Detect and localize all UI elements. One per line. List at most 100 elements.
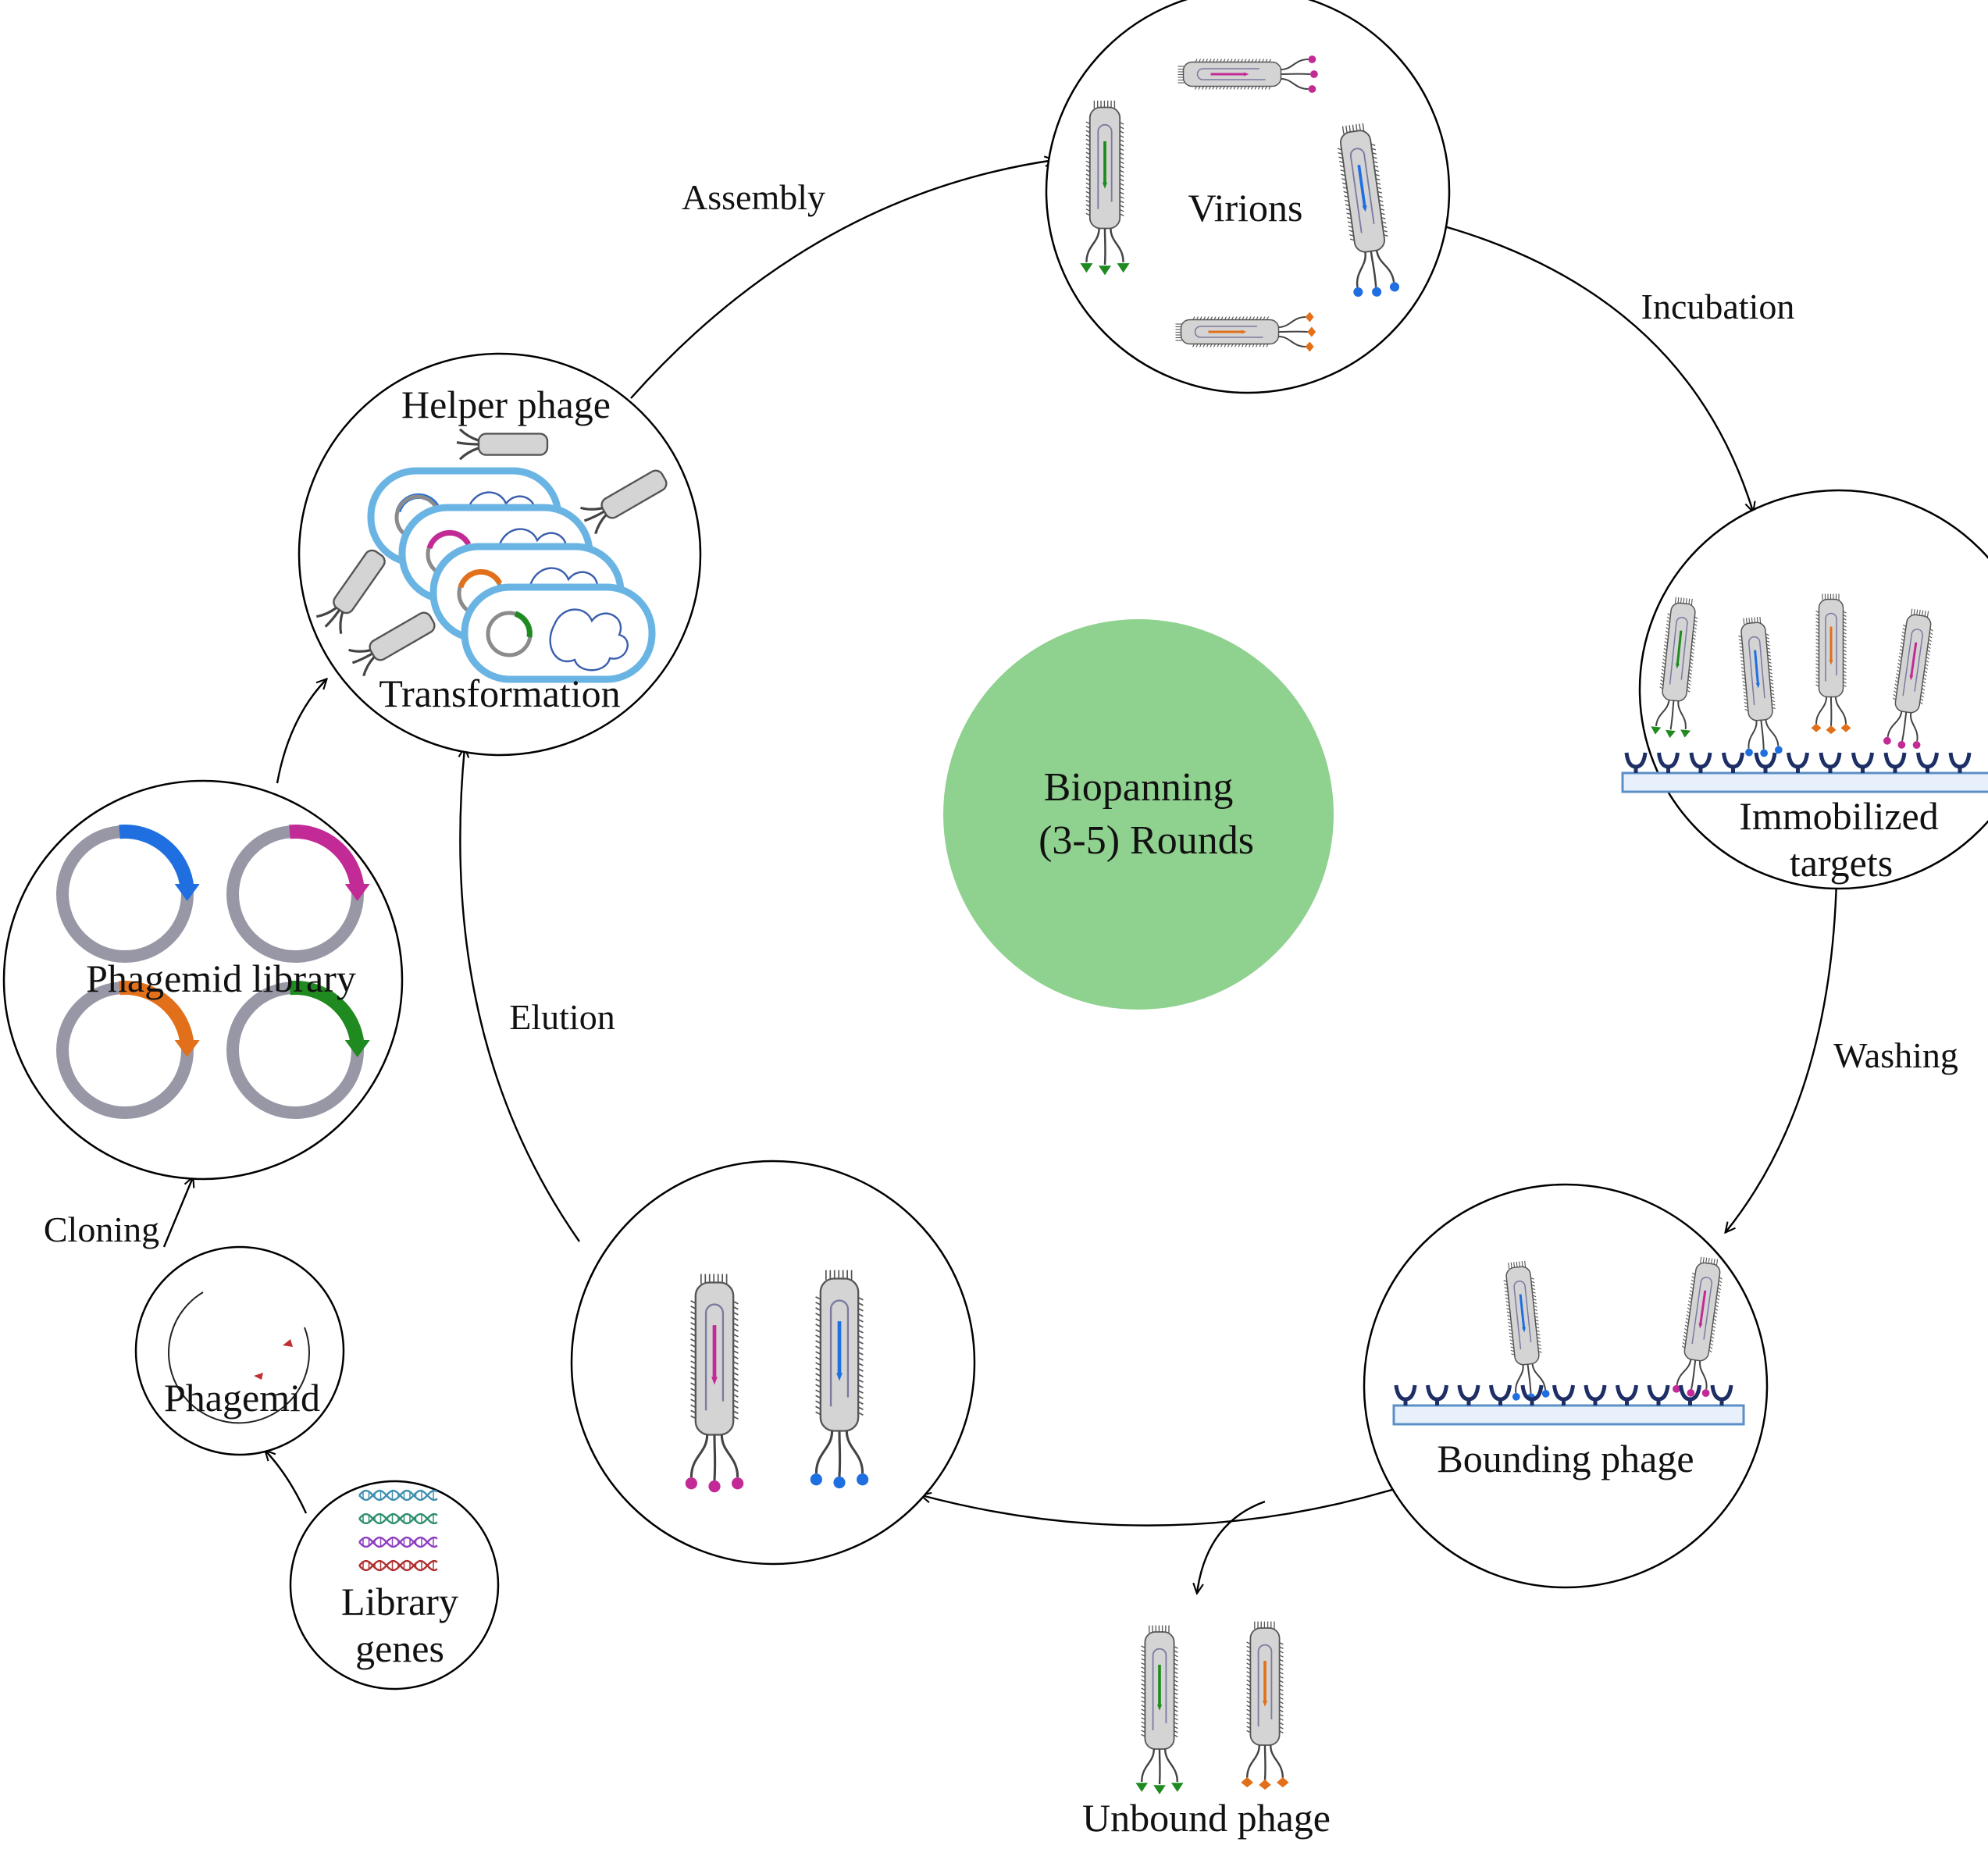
assembly-step-label: Assembly [682,177,825,217]
receptor-icon [1819,752,1842,773]
plasmid-ring [226,981,370,1119]
plasmid-insert [458,568,503,589]
phage-icon [1651,597,1698,739]
bounding-phage-label: Bounding phage [1437,1437,1694,1480]
phagemid-library-rings [56,825,370,1119]
receptor-icon [1916,752,1939,773]
plasmid-ring [56,825,200,963]
virions-label: Virions [1188,186,1303,230]
phage-icon [1080,100,1130,276]
dna-strand-icon [358,1536,438,1548]
phage-icon [1175,312,1316,352]
arrow-to-elution-circle [921,1480,1418,1527]
incubation-step-label: Incubation [1641,287,1795,326]
receptor-icon [1624,752,1648,773]
receptor-icon [1710,1384,1733,1405]
receptor-icon [1679,1384,1701,1405]
receptor-icon [1584,1384,1607,1405]
receptor-icon [1722,752,1744,773]
unbound-phage-label: Unbound phage [1082,1796,1331,1840]
transformation-label: Transformation [379,672,620,715]
virions-circle [1045,0,1451,394]
phagemid-insert-mark [283,1339,293,1347]
receptor-icon [1787,752,1809,773]
phage-icons [315,55,1933,1794]
receptor-icon [1394,1384,1417,1405]
receptor-icon [1657,752,1680,773]
helper-phage-icon [580,469,668,535]
plasmid-ring [56,981,200,1119]
phage-icon [1883,608,1933,749]
phage-icon [1738,616,1783,757]
receptor-icon [1948,752,1972,773]
library-genes-label-line2: genes [355,1626,444,1670]
phagemid-library-circle [2,779,404,1181]
receptor-icon [1851,752,1874,773]
center-label-line2: (3-5) Rounds [1039,818,1254,863]
bacteria-cells [367,467,656,683]
receptor-icon [1616,1384,1638,1405]
phage-icon [1241,1621,1289,1790]
bounding-phage-circle [1363,1183,1769,1589]
immobilized-targets-label-line1: Immobilized [1739,794,1939,838]
elution-circle [570,1160,976,1566]
target-plate [1621,771,1988,793]
phage-icon [1337,123,1400,297]
phage-icon [1135,1625,1184,1794]
helper-phage-label: Helper phage [401,383,611,426]
phagemid-circle [134,1245,345,1456]
library-gene-strands [358,1489,438,1572]
receptor-icon [1489,1384,1512,1405]
bounding-plate [1392,1404,1745,1426]
receptor-row [1624,752,1972,773]
receptor-icon [1426,1384,1448,1405]
bacterium-cell [461,583,656,683]
dna-strand-icon [358,1489,438,1502]
helper-phage-icon [348,611,436,677]
dna-strand-icon [358,1559,438,1572]
flow-arrows [162,160,1838,1593]
arrow-cloning [162,1177,193,1248]
phagemid-label: Phagemid [164,1376,320,1420]
helper-phage-icon [315,549,386,634]
receptor-icon [1647,1384,1670,1405]
arrow-elution [460,748,580,1242]
washing-step-label: Washing [1833,1035,1958,1075]
helper-phage-icon [456,428,549,461]
cloning-step-label: Cloning [44,1210,159,1249]
phage-icon [1177,55,1318,93]
arrow-to-unbound [1197,1500,1266,1593]
phagemid-insert-mark [254,1373,263,1380]
center-label-line1: Biopanning [1044,765,1234,810]
receptor-row [1394,1384,1733,1405]
elution-step-label: Elution [509,997,615,1037]
plasmid-insert [426,529,472,550]
phage-icon [1673,1256,1723,1397]
bounding-target-surface [1392,1384,1745,1426]
plasmid-ring [226,825,370,963]
receptor-icon [1552,1384,1575,1405]
library-genes-circle [289,1480,500,1690]
arrow-assembly [630,160,1054,399]
phage-icon [810,1270,869,1489]
dna-strand-icon [358,1512,438,1525]
plasmid-insert [514,611,533,638]
receptor-icon [1457,1384,1480,1405]
arrow-library-to-transformation [276,679,326,784]
arrow-genes-to-phagemid [265,1451,308,1514]
immobilized-target-surface [1621,752,1988,793]
library-genes-label-line1: Library [341,1580,458,1623]
phagemid-library-label: Phagemid library [86,957,356,1000]
immobilized-targets-label-line2: targets [1790,841,1893,885]
phagemid-plasmid [168,1291,310,1424]
phage-icon [1811,593,1851,735]
arrow-washing [1726,878,1838,1232]
phage-icon [685,1274,744,1493]
biopanning-center-circle [943,619,1334,1010]
receptor-icon [1883,752,1907,773]
arrow-incubation [1444,225,1753,511]
phage-icon [1503,1260,1550,1402]
receptor-icon [1689,752,1712,773]
receptor-icon [1754,752,1777,773]
